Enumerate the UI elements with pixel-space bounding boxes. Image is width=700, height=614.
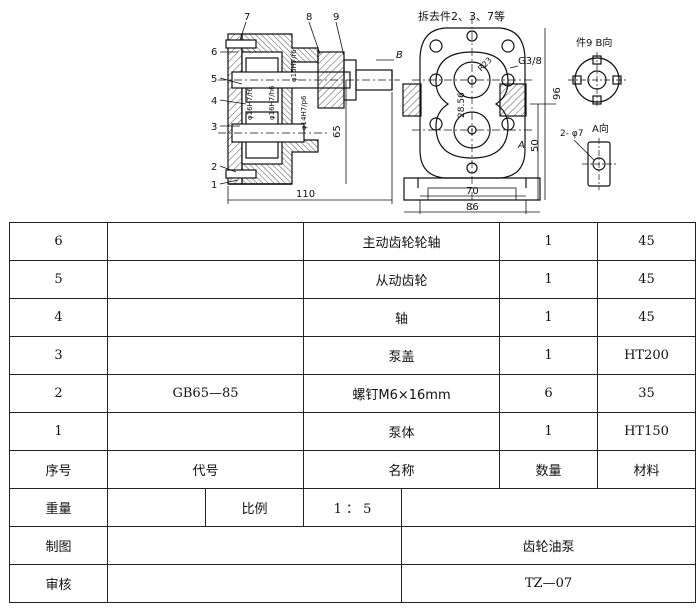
callout-2: 2 (211, 162, 217, 173)
callout-7: 7 (244, 12, 250, 23)
row-no: 1 (9, 412, 108, 451)
view-label-b: B (396, 50, 403, 61)
row-code (107, 298, 304, 337)
table-row: 3 泵盖 1 HT200 (9, 336, 697, 375)
front-dim-lines (404, 28, 556, 214)
dim-70: 70 (466, 186, 479, 197)
radius-r23: R23 (476, 56, 494, 74)
row-material: 45 (597, 260, 697, 299)
row-name: 主动齿轮轮轴 (302, 222, 501, 261)
drawn-value (107, 526, 402, 565)
row-no: 4 (9, 298, 108, 337)
row-qty: 1 (499, 298, 599, 337)
callout-leaders (219, 21, 394, 185)
front-view (402, 16, 541, 210)
fit-2: φ16H7/h6 (268, 85, 276, 120)
sectional-view (218, 33, 400, 185)
callout-4: 4 (211, 96, 217, 107)
thread-spec: G3/8 (518, 56, 542, 67)
callout-8: 8 (306, 12, 312, 23)
row-no: 2 (9, 374, 108, 413)
fit-3: φ14H7/p6 (300, 95, 308, 130)
table-row: 1 泵体 1 HT150 (9, 412, 697, 451)
row-code: GB65—85 (107, 374, 304, 413)
row-material: 45 (597, 222, 697, 261)
center-distance: 28.56 (457, 92, 467, 118)
callout-6: 6 (211, 47, 217, 58)
row-code (107, 222, 304, 261)
scale-value: 1 ： 5 (303, 488, 402, 527)
drawing-number: TZ—07 (400, 564, 697, 603)
weight-label: 重量 (9, 488, 108, 527)
a-view (573, 138, 616, 190)
row-name: 轴 (302, 298, 501, 337)
title-row-drawn: 制图 齿轮油泵 (9, 526, 697, 565)
table-row: 6 主动齿轮轮轴 1 45 (9, 222, 697, 261)
table-header: 序号 代号 名称 数量 材料 (9, 450, 697, 489)
table-row: 4 轴 1 45 (9, 298, 697, 337)
row-qty: 6 (499, 374, 599, 413)
row-material: 45 (597, 298, 697, 337)
checked-value (107, 564, 402, 603)
callout-9: 9 (333, 12, 339, 23)
header-qty: 数量 (499, 450, 599, 489)
header-no: 序号 (9, 450, 108, 489)
row-no: 6 (9, 222, 108, 261)
fit-4: φ16H7/f6 (246, 87, 254, 120)
view-b-title: 件9 B向 (576, 36, 612, 49)
row-material: HT200 (597, 336, 697, 375)
drawn-label: 制图 (9, 526, 108, 565)
dim-110: 110 (296, 189, 315, 200)
weight-value (107, 488, 206, 527)
bill-of-materials: 6 主动齿轮轮轴 1 45 5 从动齿轮 1 45 4 轴 1 45 3 泵盖 … (9, 222, 697, 603)
callout-1: 1 (211, 180, 217, 191)
dim-50: 50 (530, 139, 541, 152)
row-name: 泵体 (302, 412, 501, 451)
row-qty: 1 (499, 412, 599, 451)
row-material: HT150 (597, 412, 697, 451)
hole-spec: 2- φ7 (560, 129, 584, 139)
b-view (568, 52, 626, 108)
header-name: 名称 (302, 450, 501, 489)
row-name: 泵盖 (302, 336, 501, 375)
dim-96: 96 (552, 87, 563, 100)
row-no: 3 (9, 336, 108, 375)
row-name: 从动齿轮 (302, 260, 501, 299)
dim-110-line (227, 92, 393, 204)
scale-label: 比例 (205, 488, 304, 527)
header-material: 材料 (597, 450, 697, 489)
callout-5: 5 (211, 74, 217, 85)
row-material: 35 (597, 374, 697, 413)
row-code (107, 336, 304, 375)
view-a-title: A向 (592, 122, 609, 135)
title-row-weight: 重量 比例 1 ： 5 (9, 488, 697, 527)
row-no: 5 (9, 260, 108, 299)
checked-label: 审核 (9, 564, 108, 603)
row-qty: 1 (499, 336, 599, 375)
row-qty: 1 (499, 222, 599, 261)
title-blank (400, 488, 697, 527)
row-code (107, 260, 304, 299)
title-row-checked: 审核 TZ—07 (9, 564, 697, 603)
part-name: 齿轮油泵 (400, 526, 697, 565)
assembly-drawing: 7 6 5 4 3 2 1 8 9 B 110 65 φ15H7/f6 φ16H… (211, 9, 626, 214)
view-label-a: A (517, 140, 525, 151)
dim-86: 86 (466, 202, 479, 213)
fit-1: φ15H7/f6 (290, 49, 298, 82)
callout-3: 3 (211, 122, 217, 133)
note-remove: 拆去件2、3、7等 (418, 9, 505, 23)
row-qty: 1 (499, 260, 599, 299)
table-row: 2 GB65—85 螺钉M6×16mm 6 35 (9, 374, 697, 413)
row-name: 螺钉M6×16mm (302, 374, 501, 413)
header-code: 代号 (107, 450, 304, 489)
dim-65: 65 (332, 125, 343, 138)
table-row: 5 从动齿轮 1 45 (9, 260, 697, 299)
row-code (107, 412, 304, 451)
